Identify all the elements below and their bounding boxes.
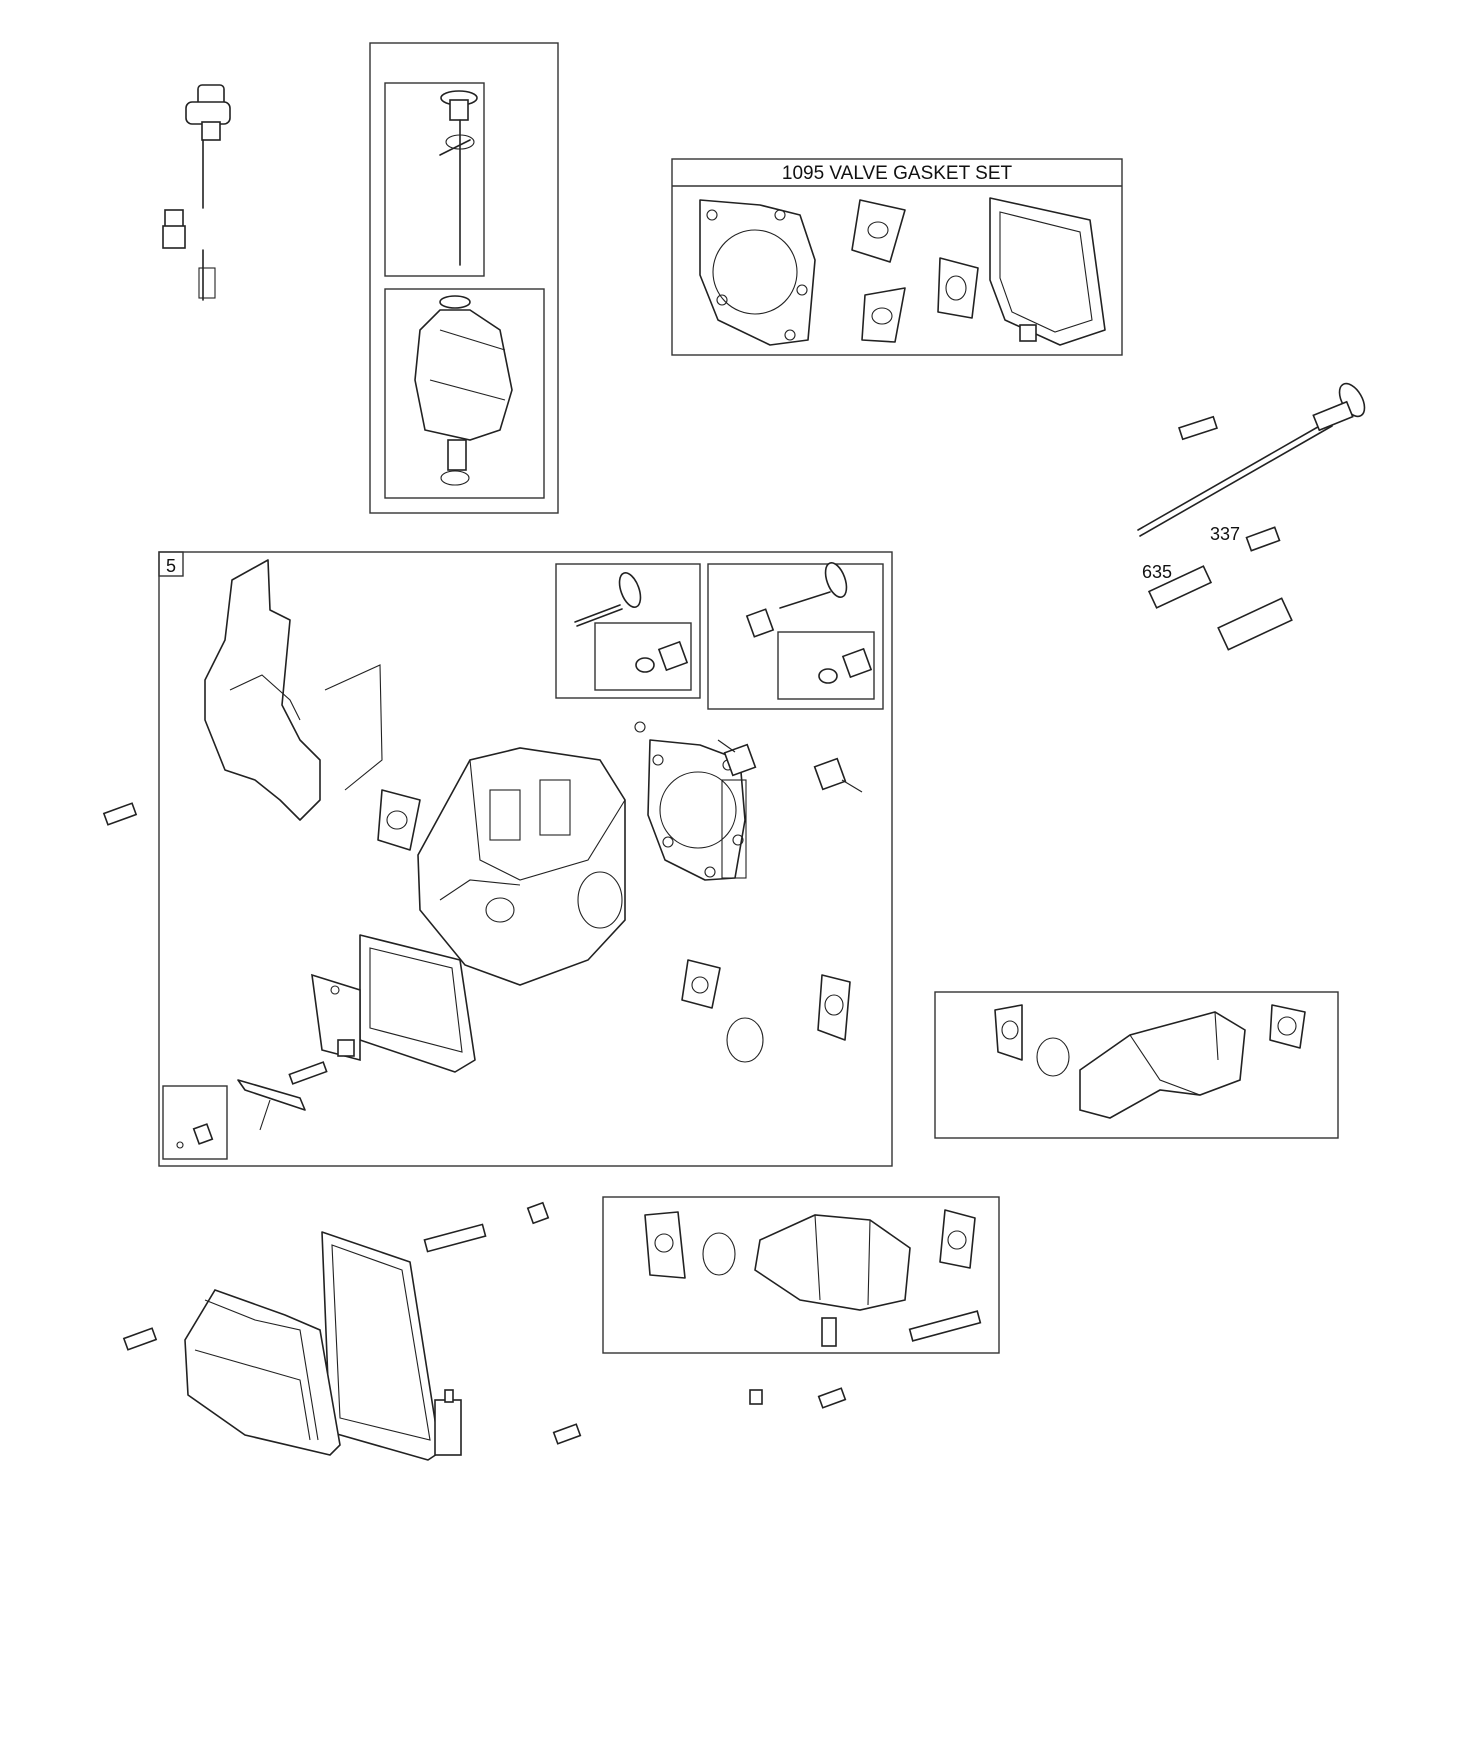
valve-gasket-set-box: 1095 VALVE GASKET SET [671, 158, 1123, 356]
rocker-cover-group [184, 1201, 582, 1461]
left-bolts [102, 802, 158, 1351]
dipstick-group-box [369, 42, 559, 514]
kit-title: 1095 VALVE GASKET SET [782, 163, 1013, 184]
label-337: 337 [1210, 524, 1240, 544]
oil-fill-cap-assembly [162, 84, 231, 301]
loose-hardware [749, 1387, 847, 1409]
label-635: 635 [1142, 562, 1172, 582]
push-rod-valve-group: 337 635 [1137, 382, 1366, 651]
cylinder-head-group-box: 5 [158, 551, 893, 1167]
exhaust-manifold-box [602, 1196, 1000, 1354]
group-number: 5 [166, 556, 176, 576]
intake-manifold-box [934, 991, 1339, 1139]
